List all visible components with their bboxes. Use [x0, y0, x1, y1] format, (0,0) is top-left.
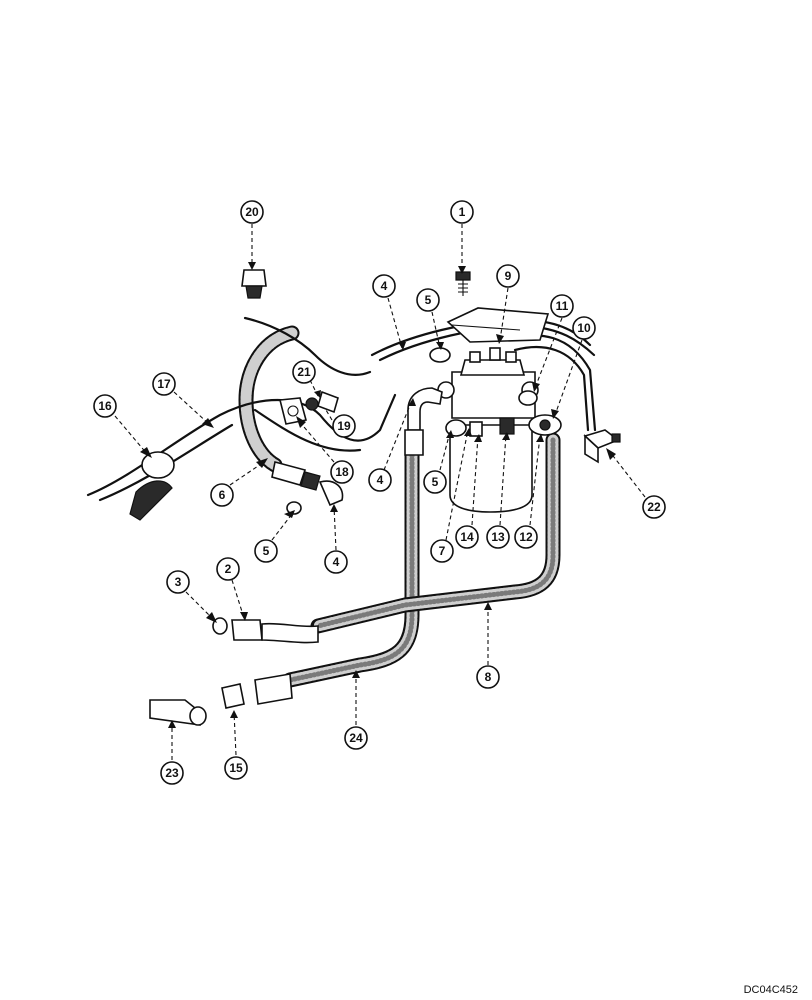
callout-24: 24	[344, 726, 368, 750]
svg-text:21: 21	[297, 365, 311, 379]
callout-21: 21	[292, 360, 316, 384]
callout-7: 7	[430, 539, 454, 563]
svg-text:16: 16	[98, 399, 112, 413]
svg-text:15: 15	[229, 761, 243, 775]
svg-text:5: 5	[425, 293, 432, 307]
sensor-20	[241, 269, 267, 299]
callout-5-top: 5	[416, 288, 440, 312]
svg-text:18: 18	[335, 465, 349, 479]
svg-text:22: 22	[647, 500, 661, 514]
clip-18	[278, 397, 307, 425]
callout-16: 16	[93, 394, 117, 418]
fitting-2-3	[212, 617, 319, 644]
svg-text:14: 14	[460, 530, 474, 544]
svg-text:12: 12	[519, 530, 533, 544]
callout-14: 14	[455, 525, 479, 549]
svg-text:20: 20	[245, 205, 259, 219]
washer-5	[286, 501, 302, 515]
callout-4-mid: 4	[368, 468, 392, 492]
callout-23: 23	[160, 761, 184, 785]
svg-text:5: 5	[263, 544, 270, 558]
svg-text:24: 24	[349, 731, 363, 745]
callout-6: 6	[210, 483, 234, 507]
clip-16	[129, 451, 175, 521]
svg-text:4: 4	[377, 473, 384, 487]
callout-13: 13	[486, 525, 510, 549]
callout-18: 18	[330, 460, 354, 484]
svg-text:8: 8	[485, 670, 492, 684]
callout-19: 19	[332, 414, 356, 438]
hose-24	[282, 447, 420, 688]
svg-text:4: 4	[333, 555, 340, 569]
callout-20: 20	[240, 200, 264, 224]
svg-text:9: 9	[505, 269, 512, 283]
callout-8: 8	[476, 665, 500, 689]
hose-6	[238, 325, 300, 473]
callout-5-low: 5	[254, 539, 278, 563]
svg-text:3: 3	[175, 575, 182, 589]
callout-4-low: 4	[324, 550, 348, 574]
callout-5-mid: 5	[423, 470, 447, 494]
callout-22: 22	[642, 495, 666, 519]
callout-12: 12	[514, 525, 538, 549]
fitting-21	[305, 390, 339, 414]
callout-3: 3	[166, 570, 190, 594]
svg-text:19: 19	[337, 419, 351, 433]
svg-text:23: 23	[165, 766, 179, 780]
bolt-1	[455, 271, 471, 296]
switch-22	[583, 429, 621, 464]
callout-2: 2	[216, 557, 240, 581]
callout-15: 15	[224, 756, 248, 780]
callout-11: 11	[550, 294, 574, 318]
callout-17: 17	[152, 372, 176, 396]
svg-text:2: 2	[225, 562, 232, 576]
svg-text:4: 4	[381, 279, 388, 293]
svg-text:10: 10	[577, 321, 591, 335]
svg-text:13: 13	[491, 530, 505, 544]
hose-8	[310, 432, 561, 634]
callout-4-top: 4	[372, 274, 396, 298]
svg-text:11: 11	[556, 299, 569, 313]
svg-text:7: 7	[439, 544, 446, 558]
drawing-code: DC04C452	[743, 984, 798, 996]
svg-text:5: 5	[432, 475, 439, 489]
svg-text:17: 17	[157, 377, 171, 391]
fitting-23	[149, 699, 207, 726]
fuel-filter-assembly	[404, 307, 562, 513]
callout-9: 9	[496, 264, 520, 288]
callout-10: 10	[572, 316, 596, 340]
svg-text:6: 6	[219, 488, 226, 502]
fitting-15	[221, 683, 245, 709]
leader-lines	[114, 224, 646, 760]
callout-1: 1	[450, 200, 474, 224]
hose-end-6	[271, 461, 344, 507]
svg-text:1: 1	[459, 205, 466, 219]
hose-end-24	[254, 673, 293, 705]
